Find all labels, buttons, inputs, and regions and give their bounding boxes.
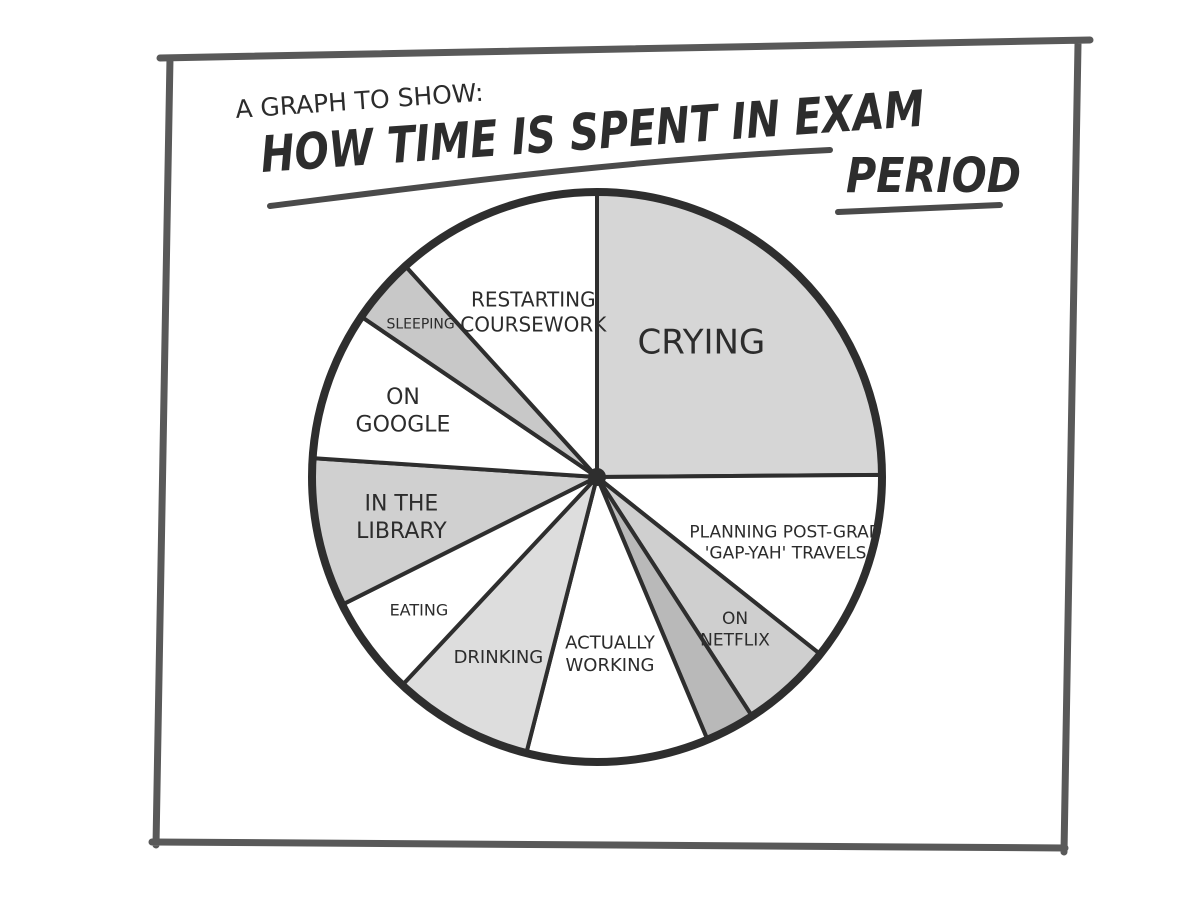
- title-underline-2: [835, 202, 1003, 215]
- pie-labels: CRYING PLANNING POST-GRAD'GAP-YAH' TRAVEL…: [356, 288, 882, 676]
- title-underline: [267, 147, 833, 209]
- slice-label: DRINKING: [454, 647, 544, 668]
- slice-label: CRYING: [638, 323, 766, 363]
- chart-frame: [148, 36, 1094, 856]
- slice-label: PLANNING POST-GRAD'GAP-YAH' TRAVELS: [689, 522, 882, 563]
- pie-outline: [308, 188, 886, 766]
- pie-center-dot: [588, 468, 606, 486]
- chart-title-line2: PERIOD: [846, 148, 1021, 204]
- slice-label: EATING: [390, 601, 449, 620]
- slice-label: SLEEPING: [386, 317, 454, 333]
